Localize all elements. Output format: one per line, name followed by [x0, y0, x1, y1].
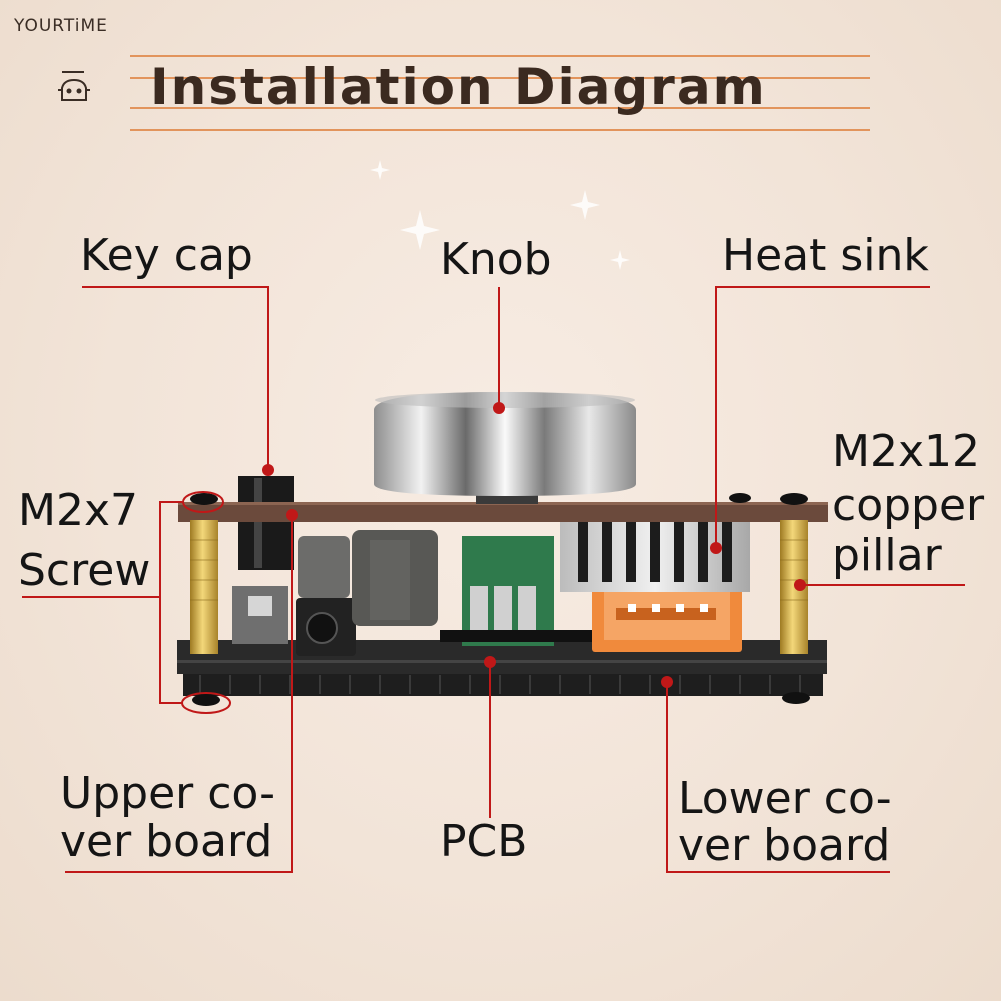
title-rule	[130, 129, 870, 131]
lower-board-ribs	[199, 675, 801, 694]
lower-cover-board	[183, 672, 823, 696]
leader-lower-board	[666, 682, 890, 873]
leader-dots	[262, 402, 806, 688]
title-rules	[130, 55, 870, 135]
label-screw: Screw	[18, 545, 151, 596]
leader-lines	[22, 286, 965, 873]
leader-key-cap	[82, 286, 269, 470]
leader-upper-board	[65, 515, 293, 873]
leader-heat-sink	[715, 286, 930, 548]
screw-head	[780, 493, 808, 505]
brand-name: YOURTiME	[14, 16, 108, 36]
screw-head	[729, 493, 751, 503]
key-cap	[238, 476, 294, 570]
label-upper-board-1: Upper co-	[60, 768, 276, 819]
capacitor	[298, 536, 350, 598]
label-screw-size: M2x7	[18, 485, 138, 536]
title-rule	[130, 77, 870, 79]
screw-head	[190, 493, 218, 505]
sparkle-icon	[370, 160, 630, 270]
leader-screw	[22, 501, 183, 704]
label-pcb: PCB	[440, 816, 528, 867]
screw-head	[782, 692, 810, 704]
label-knob: Knob	[440, 234, 552, 285]
label-pillar-material: copper	[832, 480, 985, 531]
label-heat-sink: Heat sink	[722, 230, 929, 281]
screw-head	[192, 694, 220, 706]
label-lower-board-2: ver board	[678, 820, 891, 871]
label-upper-board-2: ver board	[60, 816, 273, 867]
knob	[374, 392, 636, 496]
title-rule	[130, 107, 870, 109]
copper-pillar-left	[190, 520, 218, 654]
label-pillar-size: M2x12	[832, 426, 980, 477]
label-key-cap: Key cap	[80, 230, 253, 281]
pin-header	[440, 630, 600, 642]
label-pillar: pillar	[832, 530, 942, 581]
label-lower-board-1: Lower co-	[678, 773, 892, 824]
title-rule	[130, 55, 870, 57]
page-title: Installation Diagram	[150, 58, 767, 116]
upper-cover-board	[178, 502, 828, 522]
